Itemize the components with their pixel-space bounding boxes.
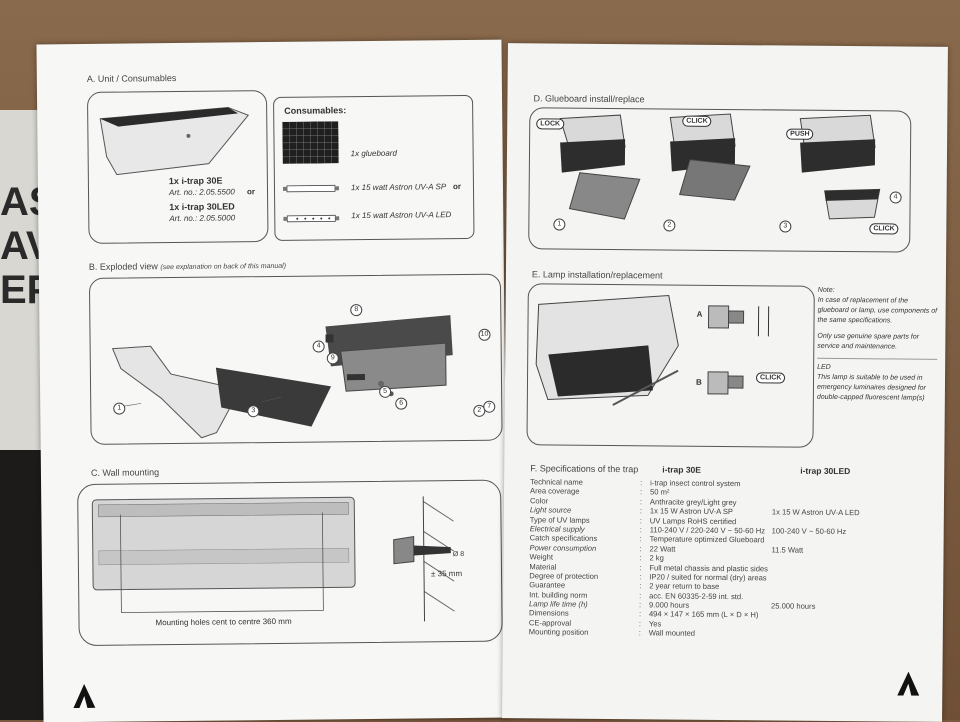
lamp-illustration [527,284,813,446]
wall-mounting-frame: Mounting holes cent to centre 360 mm ± 3… [77,480,503,646]
step-3: 3 [779,220,791,232]
right-page: D. Glueboard install/replace 1 2 3 4 LOC… [502,43,948,722]
spec-value-led [771,630,921,641]
section-b-note: (see explanation on back of this manual) [160,263,286,271]
consumable-lamp-led: 1x 15 watt Astron UV-A LED [351,210,451,220]
exploded-view-illustration [90,275,502,444]
part-number-4: 4 [313,340,325,352]
step-4: 4 [890,191,902,203]
part-number-5: 5 [379,386,391,398]
drill-diameter: Ø 8 [453,551,464,558]
spec-colons: ::::::::::::::::: [639,478,648,638]
label-a: A [697,310,703,319]
spec-colon: : [639,600,647,609]
spec-colon: : [640,525,648,534]
spec-colon: : [640,516,648,525]
part-number-9: 9 [327,352,339,364]
spec-col-2: i-trap 30LED [800,466,850,476]
consumable-lamp-sp: 1x 15 watt Astron UV-A SP [351,182,446,192]
spec-colon: : [640,497,648,506]
unit-1-name: 1x i-trap 30E [169,176,223,187]
spec-colon: : [640,544,648,553]
exploded-view-frame: 1 2 3 4 5 6 7 8 9 10 [89,274,503,445]
consumable-glueboard: 1x glueboard [351,149,397,158]
unit-1-art: Art. no.: 2.05.5500 [169,187,235,197]
spec-colon: : [640,488,648,497]
spec-colon: : [639,610,647,619]
spec-colon: : [639,591,647,600]
unit-frame: 1x i-trap 30E Art. no.: 2.05.5500 or 1x … [87,90,269,244]
click-burst-2: CLICK [869,223,898,234]
spec-colon: : [639,572,647,581]
spec-colon: : [639,563,647,572]
or-label: or [247,187,255,196]
part-number-1: 1 [113,403,125,415]
label-b: B [696,378,702,387]
spec-colon: : [640,535,648,544]
spec-col-1: i-trap 30E [662,464,701,474]
spec-value-led: 1x 15 W Astron UV-A LED [772,508,922,519]
brand-logo-icon-right [897,672,919,696]
mounting-holes-caption: Mounting holes cent to centre 360 mm [155,617,291,627]
push-burst: PUSH [786,129,814,140]
spec-colon: : [639,553,647,562]
part-number-6: 6 [395,398,407,410]
spec-label: Weight [529,552,649,562]
consumables-frame: Consumables: 1x glueboard 1x 15 watt Ast… [273,95,474,241]
consumables-title: Consumables: [284,105,346,116]
note-block: Note: In case of replacement of the glue… [817,286,938,404]
spec-colon: : [639,619,647,628]
uv-lamp-icon [283,183,339,194]
spec-colon: : [640,506,648,515]
note-text-1: In case of replacement of the glueboard … [817,296,937,327]
part-number-7: 7 [483,401,495,413]
glueboard-frame: 1 2 3 4 LOCK CLICK PUSH CLICK [528,107,911,252]
step-2: 2 [663,219,675,231]
section-a-title: A. Unit / Consumables [87,73,177,84]
section-c-title: C. Wall mounting [91,467,159,478]
note-text-2: Only use genuine spare parts for service… [817,332,937,353]
spec-colon: : [640,478,648,487]
section-b-title: B. Exploded view [89,261,158,272]
consumable-or: or [453,182,461,191]
section-e-title: E. Lamp installation/replacement [532,269,663,280]
drill-depth: ± 35 mm [431,569,462,578]
left-page: A. Unit / Consumables 1x i-trap 30E Art.… [36,40,508,722]
spec-colon: : [639,629,647,638]
unit-2-art: Art. no.: 2.05.5000 [169,213,235,223]
unit-2-name: 1x i-trap 30LED [169,201,235,212]
spec-colon: : [639,582,647,591]
part-number-10: 10 [478,329,490,341]
part-number-8: 8 [350,304,362,316]
led-text: This lamp is suitable to be used in emer… [817,373,937,404]
spec-label: Mounting position [529,628,649,638]
led-title: LED [817,358,937,374]
lamp-frame: A B CLICK [526,283,814,447]
section-f-title: F. Specifications of the trap [530,463,638,474]
click-burst-3: CLICK [756,372,785,383]
part-number-3: 3 [247,405,259,417]
spec-label: Light source [530,505,650,515]
led-lamp-icon [283,213,339,224]
brand-logo-icon [73,684,95,708]
glueboard-icon [282,121,338,164]
trap-unit-illustration [88,95,267,177]
step-1: 1 [553,218,565,230]
glueboard-illustration [529,108,910,251]
lock-burst: LOCK [536,118,564,129]
click-burst-1: CLICK [682,116,711,127]
section-d-title: D. Glueboard install/replace [533,93,644,104]
